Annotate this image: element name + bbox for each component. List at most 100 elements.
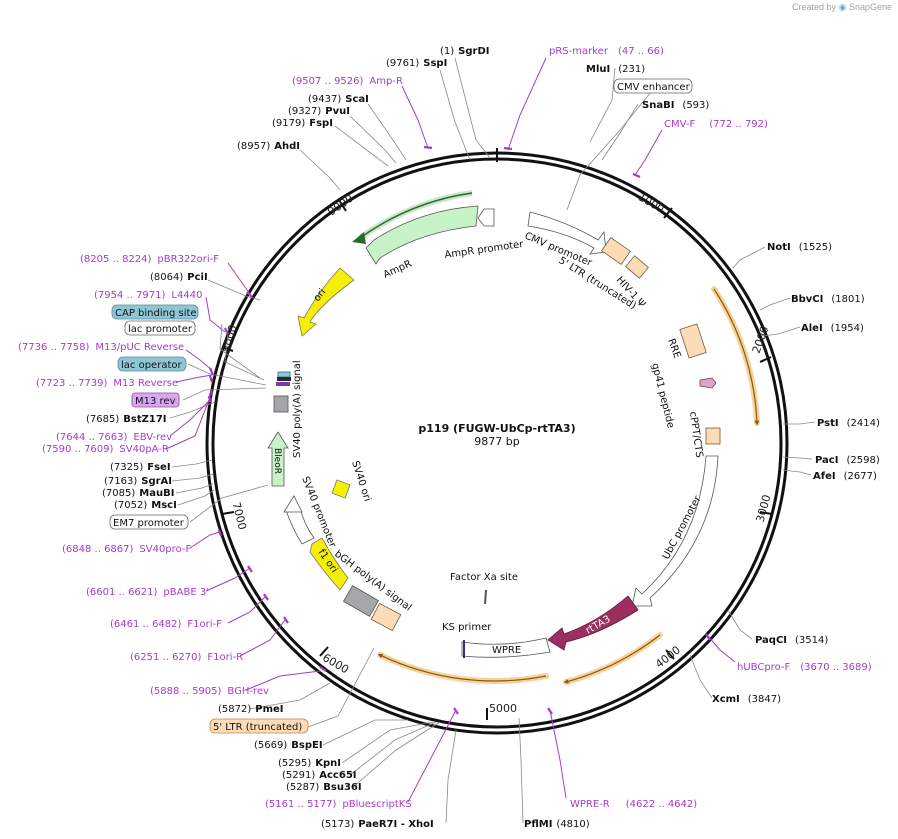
boxed-em7-promoter[interactable]: EM7 promoter [109,514,189,530]
gp41-arrow [699,377,717,389]
primer-sv40pro-f[interactable]: (6848 .. 6867)SV40pro-F [62,544,191,555]
site-xhoi[interactable]: (5173)PaeR7I - XhoI [321,819,434,830]
feature-ampr[interactable]: AmpR [382,259,414,281]
feature-sv40-ori[interactable]: SV40 ori [349,460,372,503]
site-pflmi[interactable]: PflMI (4810) [524,819,590,830]
primer-m13-reverse-range: (7723 .. 7739) [36,378,108,389]
boxed-lac-promoter[interactable]: lac promoter [124,320,196,336]
site-bbvci-name: BbvCI [791,294,823,305]
feature-factor-xa[interactable]: Factor Xa site [450,572,518,583]
site-pcii[interactable]: (8064)PciI [150,272,208,283]
site-sspi[interactable]: (9761)SspI [386,58,447,69]
primer-pbabe-3-range: (6601 .. 6621) [86,587,158,598]
site-bstz17i-name: BstZ17I [123,414,166,425]
primer-pbr322ori-f[interactable]: (8205 .. 8224)pBR322ori-F [80,254,219,265]
site-paqci[interactable]: PaqCI(3514) [755,635,828,646]
sv40-promoter-arrow [285,507,315,545]
feature-rre[interactable]: RRE [665,337,682,360]
site-bbvci[interactable]: BbvCI(1801) [791,294,865,305]
site-noti[interactable]: NotI(1525) [767,242,832,253]
site-ahdi-pos: (8957) [237,141,270,152]
hiv-psi-block [625,255,649,279]
primer-bgh-rev[interactable]: (5888 .. 5905)BGH-rev [150,686,269,697]
snapgene-logo-icon: ◉ [838,2,847,12]
site-bstz17i[interactable]: (7685)BstZ17I [86,414,167,425]
boxed-5-ltr-truncated-text: 5' LTR (truncated) [213,722,302,733]
feature-sv40-polya[interactable]: SV40 poly(A) signal [292,360,303,458]
site-snabi[interactable]: SnaBI(593) [642,100,709,111]
site-mlui[interactable]: MluI(231) [586,64,645,75]
site-fsei[interactable]: (7325)FseI [110,462,171,473]
feature-ks-primer[interactable]: KS primer [442,622,492,633]
boxed-lac-operator[interactable]: lac operator [117,356,187,372]
feature-rtta3[interactable]: rtTA3 [584,614,613,637]
primer-wpre-r[interactable]: WPRE-R(4622 .. 4642) [570,799,697,810]
site-sgrdi[interactable]: (1)SgrDI [440,46,490,57]
primer-hubcpro-f-name: hUBCpro-F [737,662,790,673]
primer-f1ori-r[interactable]: (6251 .. 6270)F1ori-R [130,652,243,663]
site-paci[interactable]: PacI(2598) [815,455,880,466]
rre-block [679,323,707,359]
primer-labels: pRS-marker(47 .. 66) (9507 .. 9526)Amp-R… [18,46,872,810]
site-bsu36i[interactable]: (5287)Bsu36I [286,782,362,793]
plasmid-size: 9877 bp [474,435,519,448]
site-psti[interactable]: PstI(2414) [817,418,880,429]
site-pvui[interactable]: (9327)PvuI [288,106,350,117]
primer-markers [207,145,711,715]
site-acc65i[interactable]: (5291)Acc65I [282,770,357,781]
primer-cmv-f-name: CMV-F [664,119,695,130]
site-sspi-name: SspI [423,58,447,69]
primer-f1ori-f[interactable]: (6461 .. 6482)F1ori-F [110,619,222,630]
site-ahdi[interactable]: (8957)AhdI [237,141,300,152]
primer-prs-marker[interactable]: pRS-marker(47 .. 66) [549,46,664,57]
feature-wpre[interactable]: WPRE [492,645,521,656]
primer-amp-r[interactable]: (9507 .. 9526)Amp-R [292,76,403,87]
feature-ampr-promoter[interactable]: AmpR promoter [444,239,525,261]
feature-gp41[interactable]: gp41 peptide [649,362,676,429]
site-pflmi-pos: (4810) [556,819,589,830]
site-pvui-pos: (9327) [288,106,321,117]
primer-hubcpro-f[interactable]: hUBCpro-F(3670 .. 3689) [737,662,872,673]
cmv-promoter-arrow [527,211,607,255]
site-alei[interactable]: AleI(1954) [801,323,864,334]
feature-cppt[interactable]: cPPT/CTS [687,411,704,459]
boxed-5-ltr-truncated[interactable]: 5' LTR (truncated) [209,718,309,734]
primer-cmv-f[interactable]: CMV-F(772 .. 792) [664,119,768,130]
tick-marks [221,148,773,720]
site-paqci-pos: (3514) [795,635,828,646]
primer-prs-marker-name: pRS-marker [549,46,609,57]
green-arc-top-core [359,192,473,239]
site-sgrai[interactable]: (7163)SgrAI [104,476,172,487]
site-afei-pos: (2677) [844,471,877,482]
site-pmei[interactable]: (5872)PmeI [218,704,284,715]
site-maubi[interactable]: (7085)MauBI [102,488,174,499]
site-pflmi-name: PflMI [524,819,552,830]
site-mlui-name: MluI [586,64,610,75]
snapgene-name: SnapGene [848,2,892,12]
primer-sv40pa-r[interactable]: (7590 .. 7609)SV40pA-R [42,444,169,455]
boxed-cmv-enhancer[interactable]: CMV enhancer [613,78,693,94]
feature-bleor[interactable]: BleoR [272,448,282,474]
site-msci[interactable]: (7052)MscI [114,500,177,511]
site-xcmi[interactable]: XcmI(3847) [712,694,781,705]
site-scai[interactable]: (9437)ScaI [308,94,369,105]
site-afei[interactable]: AfeI(2677) [813,471,877,482]
boxed-cap-binding-site[interactable]: CAP binding site [111,304,199,320]
site-kpni[interactable]: (5295)KpnI [278,758,341,769]
orange-arc-bottom-right [563,632,663,685]
primer-ebv-rev[interactable]: (7644 .. 7663)EBV-rev [56,432,172,443]
primer-l4440[interactable]: (7954 .. 7971)L4440 [94,290,202,301]
primer-amp-r-name: Amp-R [369,76,403,87]
primer-m13-reverse[interactable]: (7723 .. 7739)M13 Reverse [36,378,178,389]
sv40-ori-block [331,479,351,499]
primer-pbabe-3[interactable]: (6601 .. 6621)pBABE 3' [86,587,209,598]
boxed-m13-rev[interactable]: M13 rev [131,392,180,408]
site-sgrai-pos: (7163) [104,476,137,487]
site-bspei-pos: (5669) [254,740,287,751]
primer-f1ori-f-range: (6461 .. 6482) [110,619,182,630]
primer-pbluescriptks[interactable]: (5161 .. 5177)pBluescriptKS [265,799,412,810]
primer-m13-puc-reverse[interactable]: (7736 .. 7758)M13/pUC Reverse [18,342,184,353]
primer-ebv-rev-range: (7644 .. 7663) [56,432,128,443]
site-bspei[interactable]: (5669)BspEI [254,740,323,751]
site-fspi[interactable]: (9179)FspI [272,118,333,129]
